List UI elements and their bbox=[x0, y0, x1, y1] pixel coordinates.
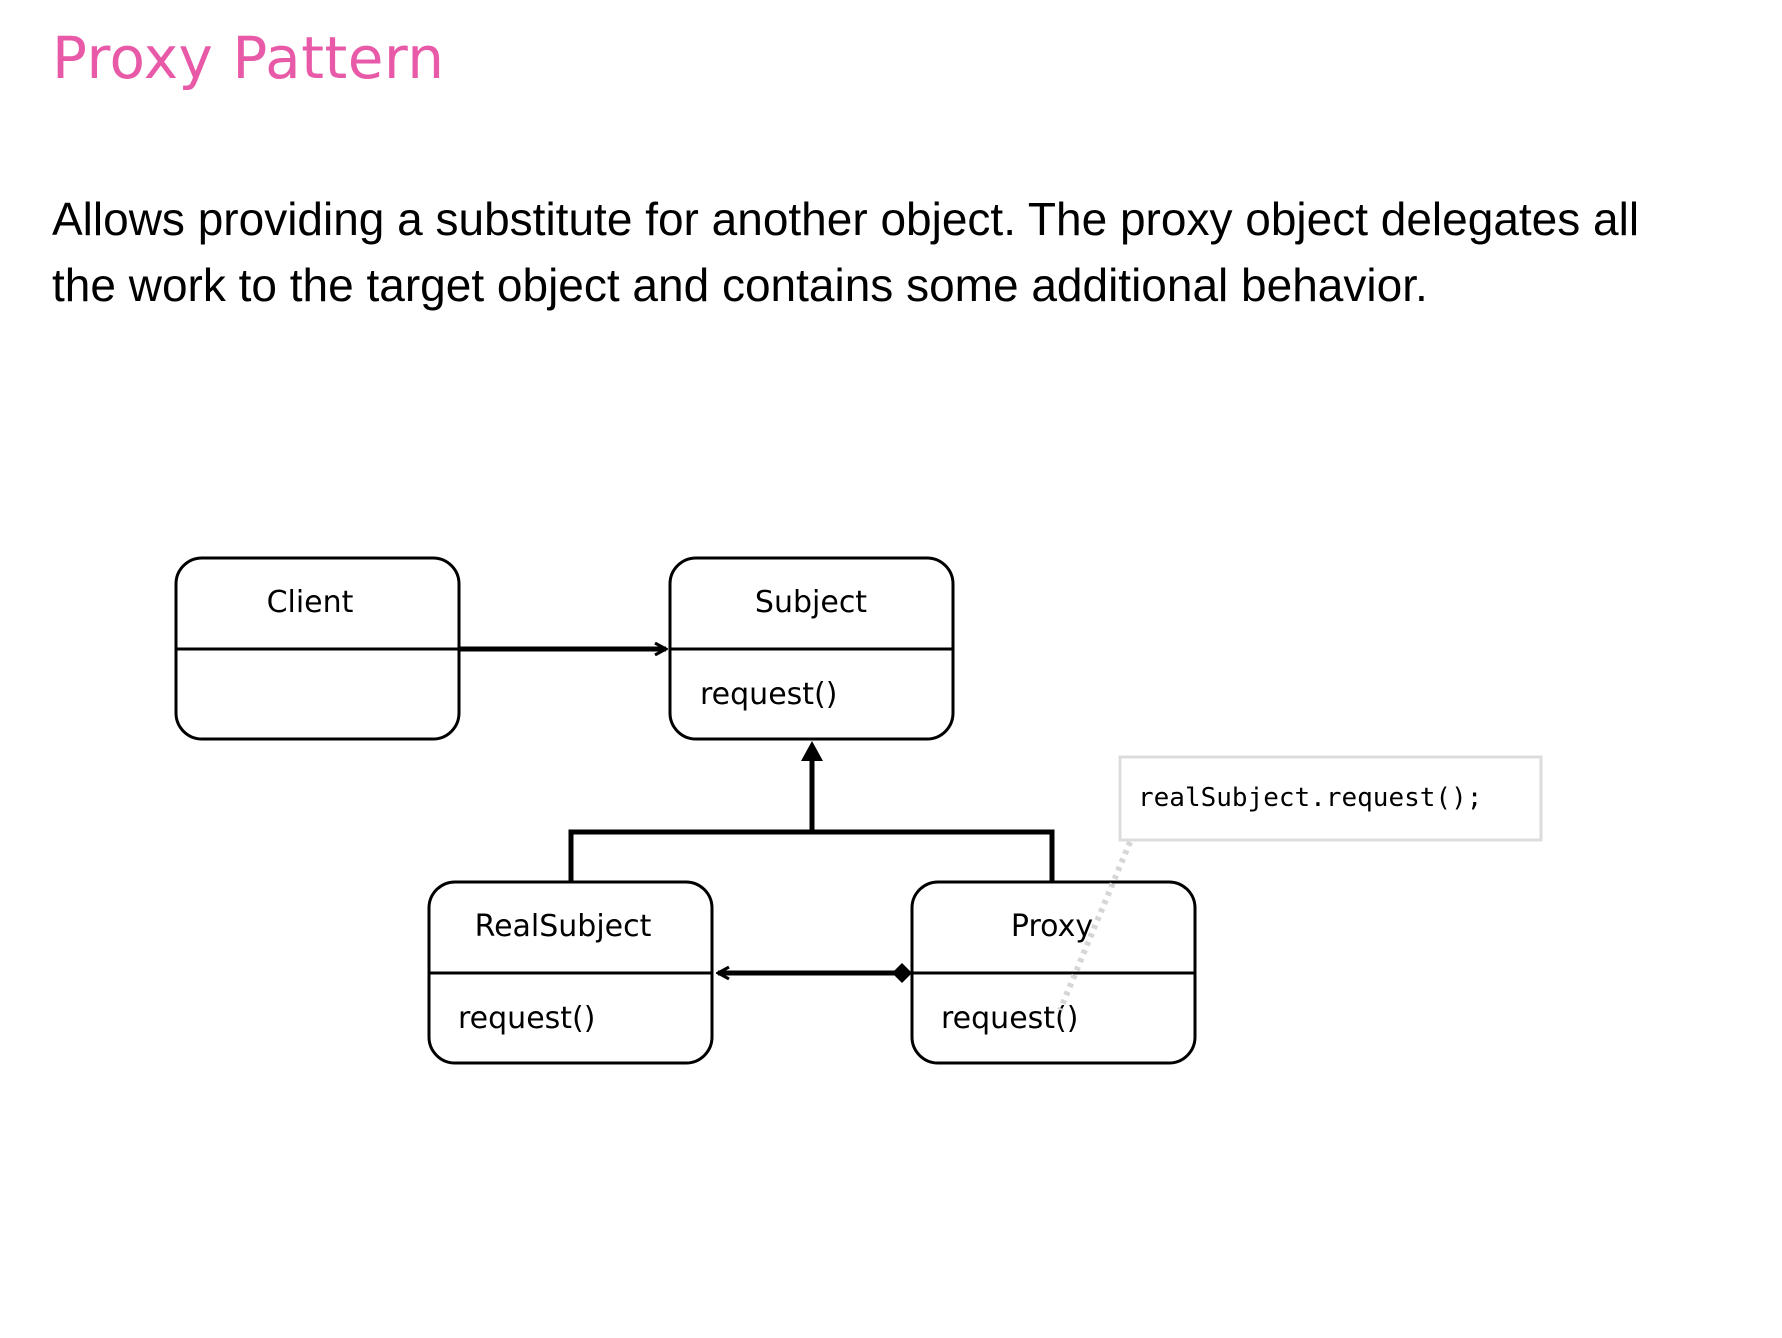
class-proxy-name: Proxy bbox=[1011, 909, 1093, 944]
class-realsubject-method: request() bbox=[458, 1001, 595, 1036]
class-subject-method: request() bbox=[700, 677, 837, 712]
page-title: Proxy Pattern bbox=[52, 24, 445, 92]
class-realsubject-name: RealSubject bbox=[475, 909, 652, 944]
composition-diamond bbox=[892, 963, 912, 983]
class-proxy: Proxy request() bbox=[910, 880, 1197, 1065]
class-proxy-method: request() bbox=[941, 1001, 1078, 1036]
note-connector bbox=[1057, 840, 1133, 1012]
class-client-name: Client bbox=[267, 585, 354, 620]
class-subject-name: Subject bbox=[755, 585, 867, 620]
class-client: Client bbox=[174, 556, 461, 741]
class-subject: Subject request() bbox=[668, 556, 955, 741]
class-realsubject: RealSubject request() bbox=[427, 880, 714, 1065]
code-note: realSubject.request(); bbox=[1118, 755, 1543, 842]
inheritance-tree bbox=[568, 758, 1055, 882]
code-note-text: realSubject.request(); bbox=[1138, 783, 1482, 813]
inheritance-arrowhead bbox=[801, 741, 823, 761]
pattern-description: Allows providing a substitute for anothe… bbox=[52, 193, 1640, 311]
